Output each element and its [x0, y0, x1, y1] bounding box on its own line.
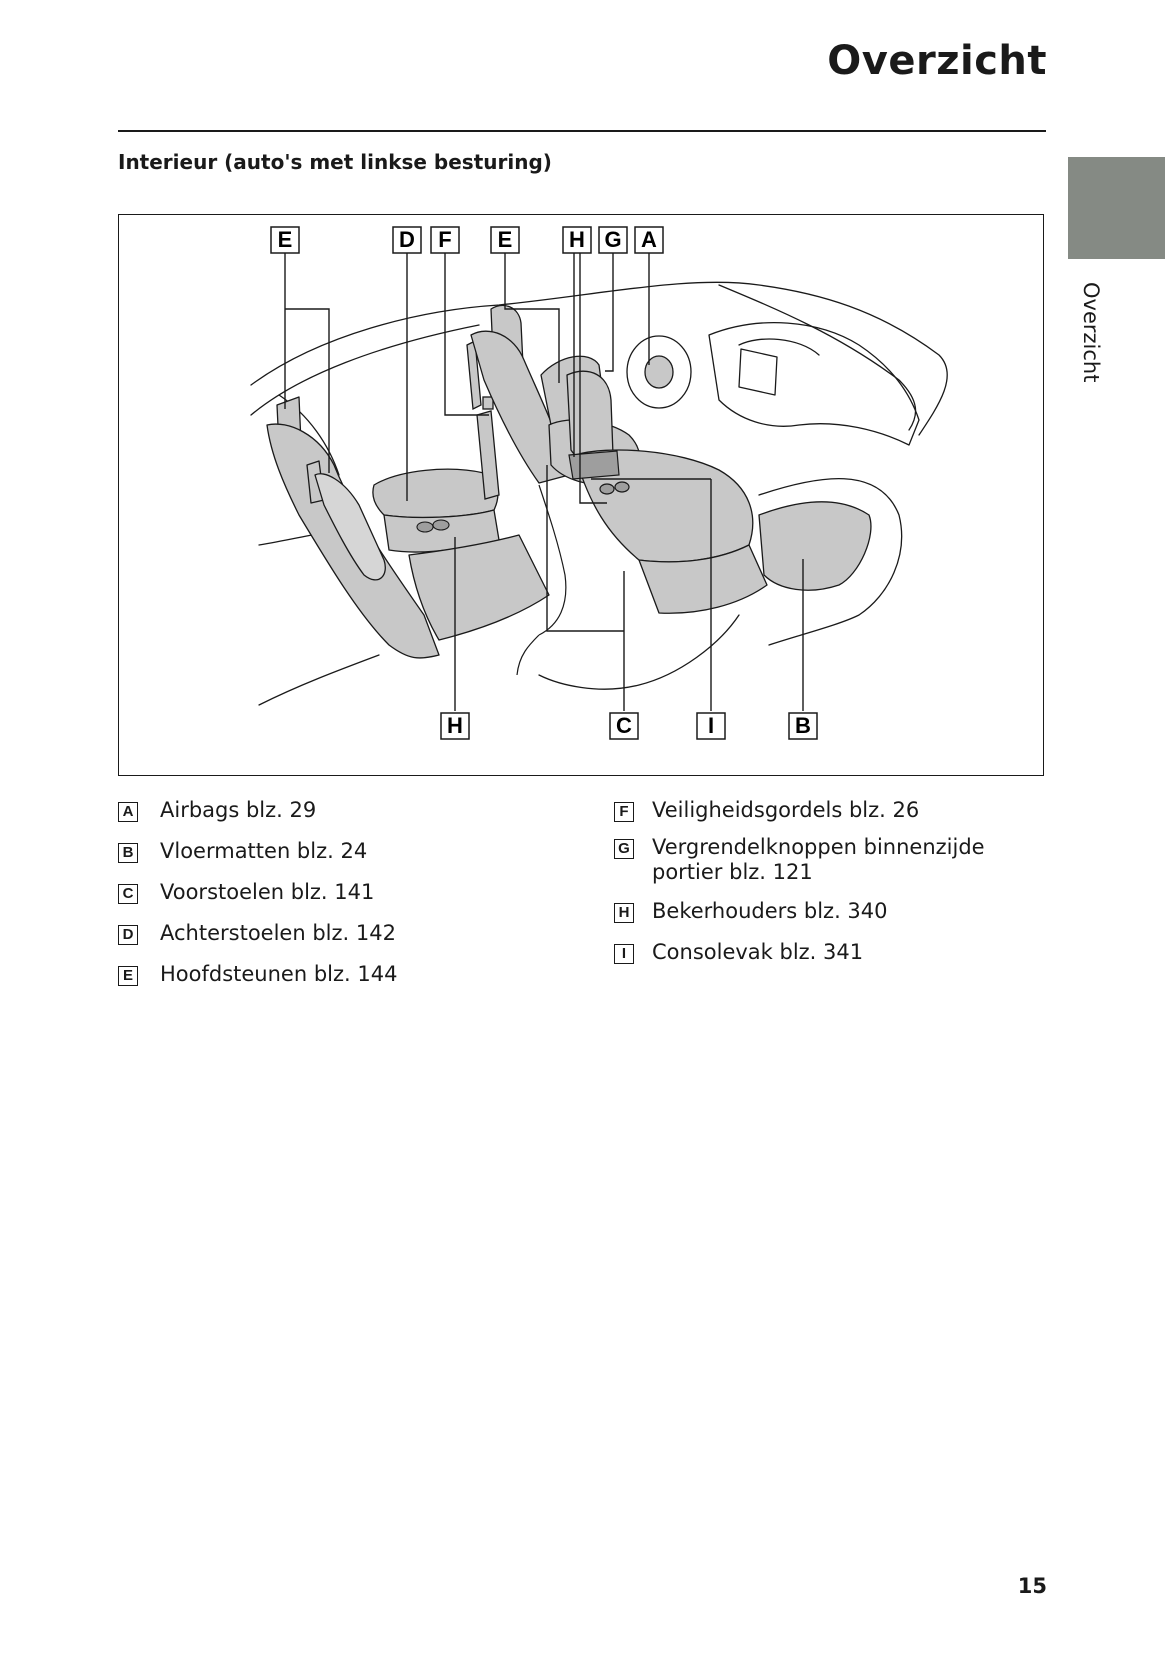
- legend-key-a: A: [118, 802, 138, 822]
- chapter-tab-marker: [1068, 157, 1165, 259]
- callout-a: A: [641, 227, 657, 252]
- interior-illustration: E D F E H G A H C I B: [118, 214, 1044, 776]
- chapter-tab-label: Overzicht: [1079, 282, 1103, 383]
- callout-g: G: [604, 227, 621, 252]
- section-heading: Interieur (auto's met linkse besturing): [118, 150, 552, 174]
- callout-e-right: E: [498, 227, 513, 252]
- legend-item-c: C Voorstoelen blz. 141: [118, 880, 397, 905]
- legend-text-d: Achterstoelen blz. 142: [160, 921, 396, 945]
- legend-key-d: D: [118, 925, 138, 945]
- callout-d: D: [399, 227, 415, 252]
- legend-item-f: F Veiligheidsgordels blz. 26: [614, 798, 1012, 823]
- legend-text-e: Hoofdsteunen blz. 144: [160, 962, 398, 986]
- bottom-callouts: H C I B: [440, 712, 818, 740]
- legend-key-g: G: [614, 839, 634, 859]
- legend-text-f: Veiligheidsgordels blz. 26: [652, 798, 920, 822]
- legend-text-a: Airbags blz. 29: [160, 798, 317, 822]
- car-interior-drawing: E D F E H G A H C I B: [250, 226, 948, 740]
- legend-key-b: B: [118, 843, 138, 863]
- legend-key-e: E: [118, 966, 138, 986]
- callout-h-bottom: H: [447, 713, 463, 738]
- legend-text-g: Vergrendelknoppen binnenzijde portier bl…: [652, 835, 985, 884]
- legend-text-b: Vloermatten blz. 24: [160, 839, 368, 863]
- legend-item-e: E Hoofdsteunen blz. 144: [118, 962, 397, 987]
- legend-key-c: C: [118, 884, 138, 904]
- callout-b: B: [795, 713, 811, 738]
- legend-item-g: G Vergrendelknoppen binnenzijde portier …: [614, 835, 1012, 885]
- legend-key-f: F: [614, 802, 634, 822]
- legend-item-h: H Bekerhouders blz. 340: [614, 899, 1012, 924]
- top-callouts: E D F E H G A: [270, 226, 664, 254]
- legend-item-i: I Consolevak blz. 341: [614, 940, 1012, 965]
- page-title: Overzicht: [827, 38, 1047, 84]
- callout-h-top: H: [569, 227, 585, 252]
- page-number: 15: [1017, 1574, 1047, 1598]
- legend-text-c: Voorstoelen blz. 141: [160, 880, 375, 904]
- legend-text-h: Bekerhouders blz. 340: [652, 899, 888, 923]
- legend-key-i: I: [614, 944, 634, 964]
- legend-text-i: Consolevak blz. 341: [652, 940, 864, 964]
- legend-item-a: A Airbags blz. 29: [118, 798, 397, 823]
- legend-item-d: D Achterstoelen blz. 142: [118, 921, 397, 946]
- legend-left-column: A Airbags blz. 29 B Vloermatten blz. 24 …: [118, 798, 397, 987]
- legend-item-b: B Vloermatten blz. 24: [118, 839, 397, 864]
- legend-key-h: H: [614, 903, 634, 923]
- callout-c: C: [616, 713, 632, 738]
- title-divider: [118, 130, 1046, 132]
- callout-e-left: E: [278, 227, 293, 252]
- callout-i: I: [708, 713, 714, 738]
- callout-f: F: [438, 227, 451, 252]
- legend-right-column: F Veiligheidsgordels blz. 26 G Vergrende…: [614, 798, 1012, 965]
